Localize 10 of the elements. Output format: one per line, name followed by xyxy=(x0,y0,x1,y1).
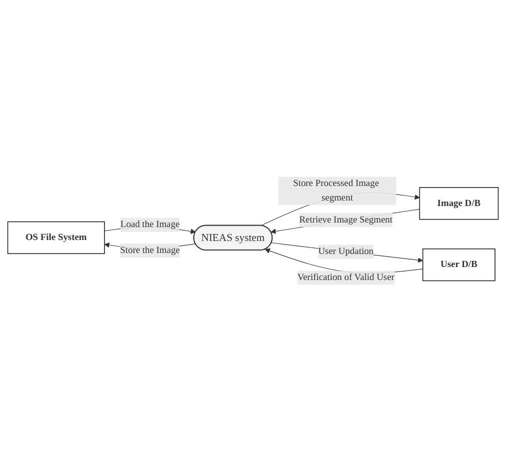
edge-label: Retrieve Image Segment xyxy=(299,214,393,224)
edge-label: Verification of Valid User xyxy=(297,272,394,282)
edge-label: Store Processed Image segment xyxy=(293,178,380,202)
edge-label: Store the Image xyxy=(120,244,180,255)
node-box: OS File System xyxy=(7,221,105,254)
edge-label: User Updation xyxy=(318,246,374,256)
edge-label: Load the Image xyxy=(120,219,180,230)
arrow xyxy=(271,242,424,262)
node-box: Image D/B xyxy=(419,186,499,220)
node-box: User D/B xyxy=(422,248,496,281)
